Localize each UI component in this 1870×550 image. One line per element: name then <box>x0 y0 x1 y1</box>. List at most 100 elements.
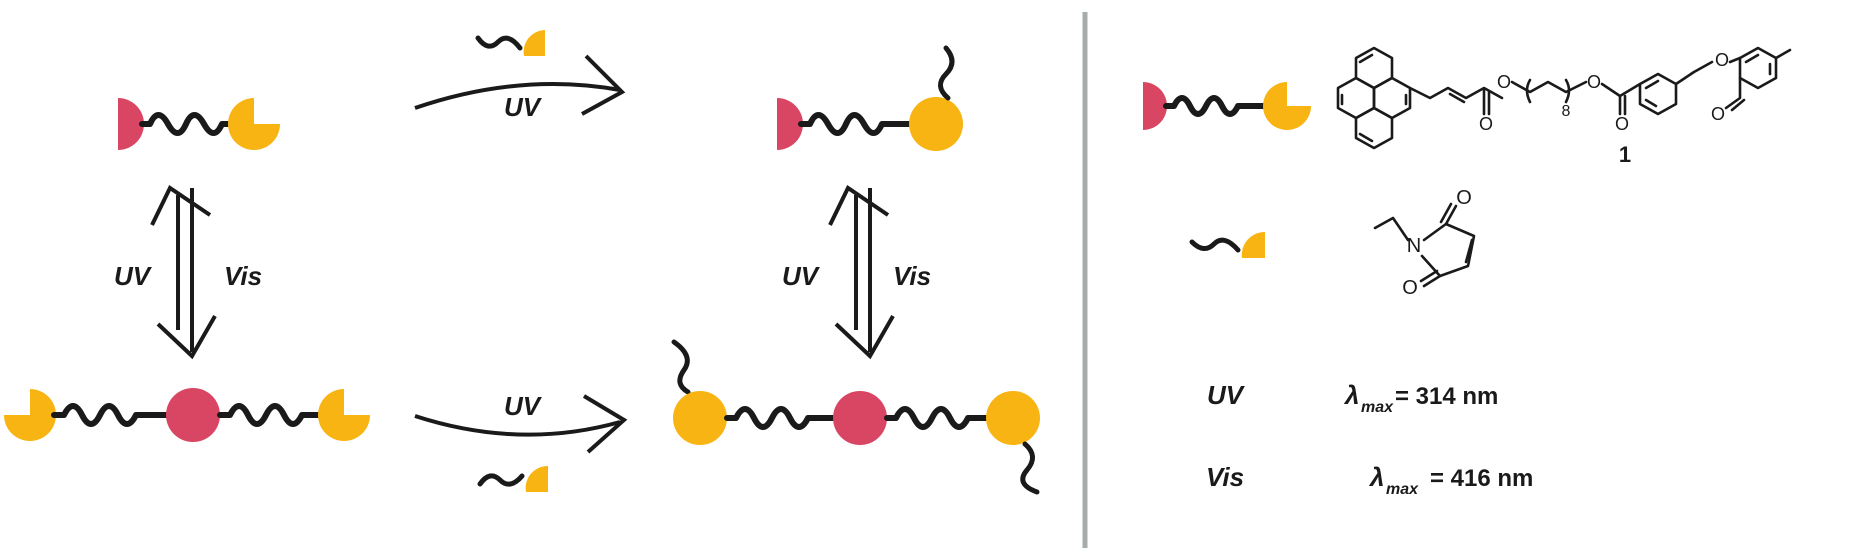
maleimide-bottom-tail <box>477 473 525 487</box>
imide-co-2 <box>1422 274 1442 288</box>
left-eq-vis-label: Vis <box>224 261 262 291</box>
benzoate-db-1 <box>1644 79 1660 90</box>
legend-maleimide-glyph <box>1189 231 1265 258</box>
compound-1-structure: O O 8 O O O O 1 <box>1336 46 1792 167</box>
monomer-top-left <box>118 98 280 150</box>
uv-label-top: UV <box>504 92 543 122</box>
pyrene-db-4 <box>1358 132 1374 143</box>
pyrene-db-1 <box>1358 53 1374 64</box>
atom-o-imide-2: O <box>1402 277 1418 299</box>
eq-right-down-head <box>834 315 895 360</box>
dimer-left-chain <box>51 403 171 427</box>
product-right-circle <box>986 391 1040 445</box>
aldehyde-db <box>1730 98 1746 112</box>
ethyl-group <box>1373 216 1410 242</box>
aldehyde-pacman <box>228 98 280 150</box>
repeat-subscript: 8 <box>1562 103 1571 120</box>
maleimide-bottom-quarter <box>525 465 548 492</box>
product-left-circle <box>673 391 727 445</box>
benzoate-ring <box>1638 72 1678 116</box>
atom-o-carbonyl-1: O <box>1479 114 1493 134</box>
arrow-bottom-uv: UV <box>414 391 628 492</box>
legend-maleimide-quarter <box>1241 231 1265 258</box>
adduct-top-right <box>777 45 963 151</box>
equilibrium-left: UV Vis <box>114 185 262 360</box>
n-ethylmaleimide-structure: N O O <box>1373 187 1476 299</box>
acrylate-db <box>1448 92 1466 104</box>
dimer-right-chain <box>217 403 325 427</box>
acrylate-chain <box>1408 86 1504 100</box>
right-eq-uv-label: UV <box>782 261 821 291</box>
dimer-core-circle <box>166 388 220 442</box>
benzyl-link <box>1674 60 1714 86</box>
adduct-circle <box>909 97 963 151</box>
monomer-linker-chain <box>139 112 233 136</box>
imide-co-2b <box>1419 269 1439 283</box>
vis-row-lambda-sub: max <box>1386 481 1419 498</box>
equilibrium-right: UV Vis <box>782 185 931 360</box>
ether-aryl-bond <box>1728 56 1742 64</box>
uv-label-bottom: UV <box>504 391 543 421</box>
repeat-bracket-right <box>1564 78 1571 104</box>
repeat-segment <box>1510 80 1588 94</box>
pyrene-halfdisc <box>118 98 144 150</box>
pyrene-ring-bottom <box>1354 106 1394 150</box>
left-eq-uv-label: UV <box>114 261 153 291</box>
product-right-chain <box>884 406 990 430</box>
pyrene-core <box>1336 46 1412 150</box>
maleimide-top-tail <box>475 35 523 51</box>
atom-o-aldehyde: O <box>1711 104 1725 124</box>
imide-co-1 <box>1444 204 1458 226</box>
legend-pacman <box>1263 82 1311 130</box>
imide-db <box>1464 238 1474 264</box>
adduct-tail <box>938 45 955 101</box>
eq-right-up-head <box>828 185 890 226</box>
aldehyde-bond <box>1724 76 1742 110</box>
imide-ring <box>1420 222 1476 278</box>
aryl-db-1 <box>1744 53 1760 64</box>
atom-o-carbonyl-2: O <box>1615 114 1629 134</box>
atom-o-imide-1: O <box>1456 187 1472 209</box>
arrowhead-top <box>581 54 626 116</box>
dimer-left-pacman <box>4 389 56 441</box>
dimer-bottom-left <box>4 388 370 442</box>
eq-left-down-head <box>156 315 217 360</box>
atom-o-ether: O <box>1715 50 1729 70</box>
legend-maleimide-tail <box>1189 237 1241 253</box>
arrow-curve-top <box>414 82 621 110</box>
adduct-linker-chain <box>798 112 915 136</box>
uv-row-lambda: λ <box>1343 380 1359 410</box>
vis-row-lambda: λ <box>1368 462 1384 492</box>
uv-row-value: = 314 nm <box>1395 383 1498 410</box>
wavelength-table: UV λ max = 314 nm Vis λ max = 416 nm <box>1206 380 1533 498</box>
legend-linker-chain <box>1163 95 1267 117</box>
uv-row-label: UV <box>1207 380 1246 410</box>
arrow-curve-bottom <box>414 414 621 437</box>
reaction-scheme: UV UV Vis UV Vis <box>4 30 1040 495</box>
arrow-top-uv: UV <box>414 30 626 122</box>
repeat-bracket-left <box>1525 78 1532 104</box>
atom-n: N <box>1407 235 1421 257</box>
eq-left-up-head <box>150 185 212 226</box>
atom-o-ester-2: O <box>1587 72 1601 92</box>
methyl-bond <box>1774 48 1792 60</box>
right-eq-vis-label: Vis <box>893 261 931 291</box>
dimer-right-pacman <box>318 389 370 441</box>
compound-number: 1 <box>1619 142 1631 167</box>
arrowhead-bottom <box>582 394 628 454</box>
product-left-chain <box>724 406 836 430</box>
vis-row-label: Vis <box>1206 462 1244 492</box>
uv-row-lambda-sub: max <box>1361 399 1394 416</box>
legend-halfdisc <box>1143 82 1167 130</box>
benzoate-link <box>1600 82 1642 98</box>
atom-o-ester-1: O <box>1497 72 1511 92</box>
product-right-tail <box>1020 441 1040 495</box>
legend-panel: O O 8 O O O O 1 <box>1143 46 1792 498</box>
product-core-circle <box>833 391 887 445</box>
maleimide-top-quarter <box>523 30 545 56</box>
benzoate-db-2 <box>1644 98 1658 108</box>
vis-row-value: = 416 nm <box>1430 465 1533 492</box>
product-bottom-right <box>671 339 1040 495</box>
adduct-halfdisc <box>777 98 803 150</box>
